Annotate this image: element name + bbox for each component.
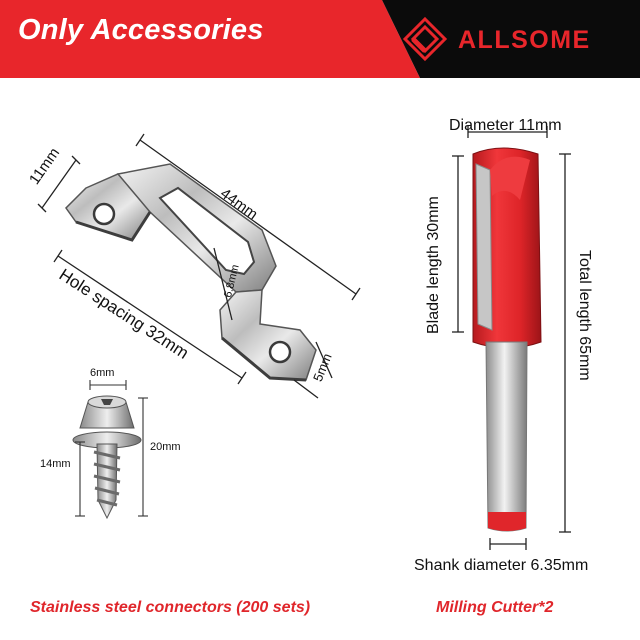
connectors-caption: Stainless steel connectors (200 sets)	[30, 599, 311, 616]
connector-hole-right	[268, 340, 292, 364]
banner-title: Only Accessories	[18, 14, 264, 46]
product-illustration	[37, 126, 571, 550]
milling-cutter	[472, 147, 542, 532]
screw	[72, 395, 142, 520]
cutter-blade-length-label: Blade length 30mm	[425, 196, 442, 334]
cutter-dimension-lines	[452, 126, 571, 550]
brand-name: ALLSOME	[458, 26, 591, 54]
screw-dimension-lines	[75, 380, 148, 517]
connector-hole-left	[92, 202, 116, 226]
screw-thread-label: 14mm	[40, 458, 71, 470]
cutter-shank-diameter-label: Shank diameter 6.35mm	[414, 557, 589, 574]
connector-dimension-lines	[37, 133, 361, 399]
screw-length-label: 20mm	[150, 441, 181, 453]
connector-bracket	[65, 163, 317, 382]
screw-head-label: 6mm	[90, 367, 115, 379]
brand-logo-icon	[402, 16, 448, 62]
cutter-diameter-label: Diameter 11mm	[449, 117, 562, 134]
milling-cutter-caption: Milling Cutter*2	[436, 599, 554, 616]
cutter-total-length-label: Total length 65mm	[576, 250, 593, 381]
banner-background	[0, 0, 640, 78]
brand-logo: ALLSOME	[402, 16, 632, 62]
